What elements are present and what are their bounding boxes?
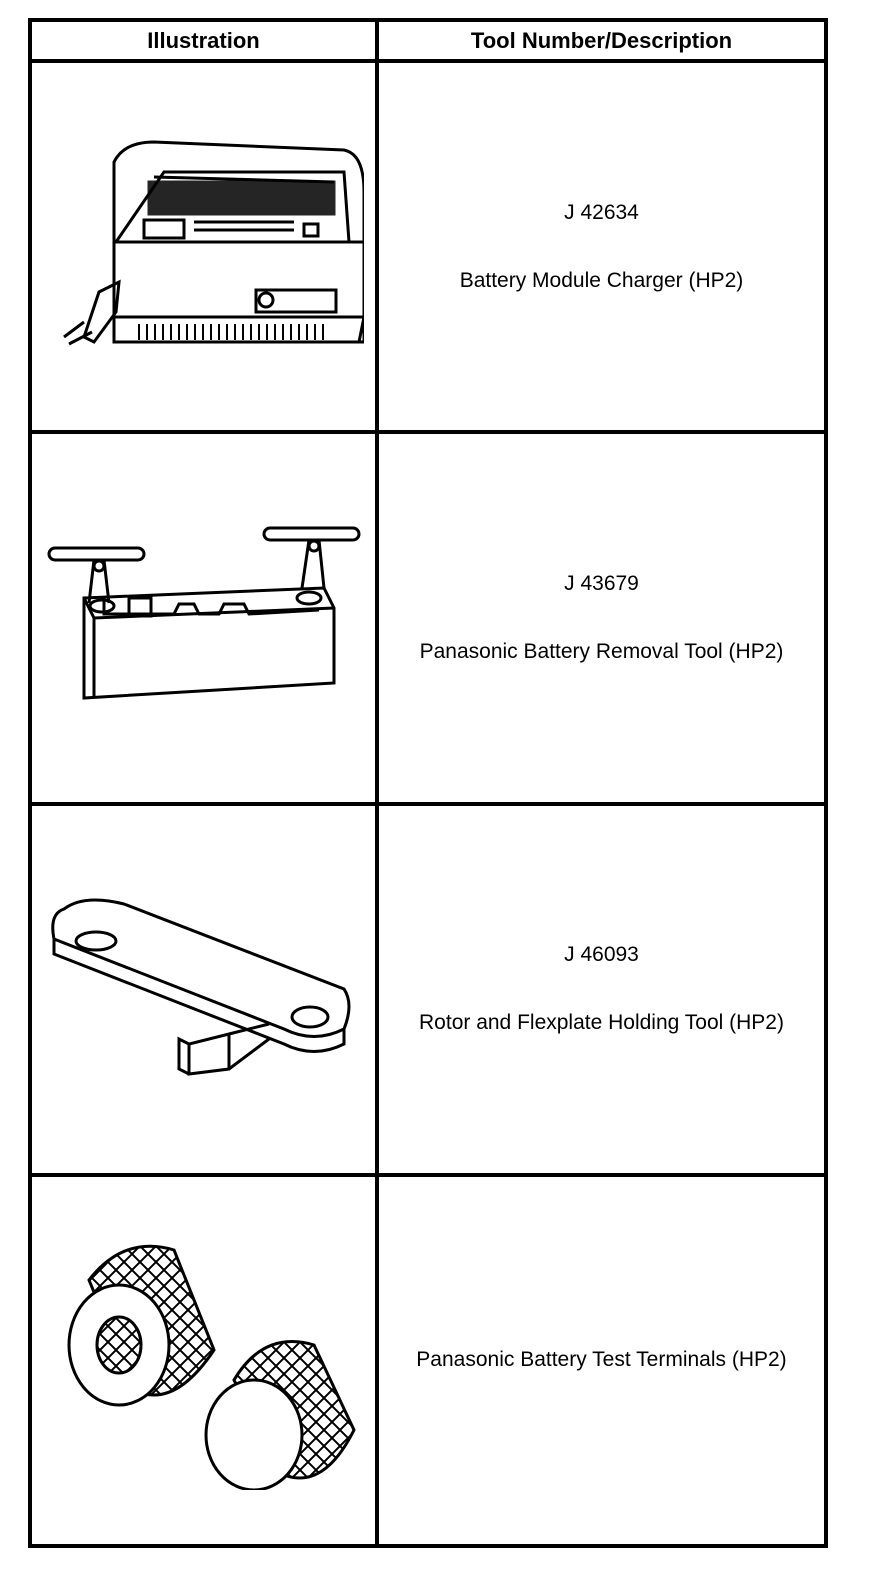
table-row: J 43679 Panasonic Battery Removal Tool (… — [28, 430, 828, 806]
tool-number: J 43679 — [564, 571, 639, 595]
tool-description: Panasonic Battery Removal Tool (HP2) — [419, 639, 784, 663]
illustration-cell — [28, 58, 379, 435]
battery-removal-tool-icon — [47, 526, 360, 700]
holding-tool-icon — [50, 898, 350, 1076]
tool-description: Panasonic Battery Test Terminals (HP2) — [416, 1348, 787, 1372]
header-row: Illustration Tool Number/Description — [28, 18, 828, 63]
tool-description-cell: J 42634 Battery Module Charger (HP2) — [375, 58, 828, 435]
test-terminals-icon — [67, 1245, 356, 1491]
tool-description: Rotor and Flexplate Holding Tool (HP2) — [419, 1011, 784, 1035]
tool-number: J 46093 — [564, 943, 639, 967]
special-tools-table: Illustration Tool Number/Description — [28, 18, 828, 1549]
tool-description-cell: J 46093 Rotor and Flexplate Holding Tool… — [375, 801, 828, 1177]
table-row: J 46093 Rotor and Flexplate Holding Tool… — [28, 801, 828, 1177]
illustration-cell — [28, 801, 379, 1177]
tool-description-cell: J 43679 Panasonic Battery Removal Tool (… — [375, 430, 828, 806]
tool-description-cell: Panasonic Battery Test Terminals (HP2) — [375, 1172, 828, 1549]
header-tool-number-description: Tool Number/Description — [375, 18, 828, 63]
header-illustration: Illustration — [28, 18, 379, 63]
table-row: J 42634 Battery Module Charger (HP2) — [28, 58, 828, 435]
battery-charger-icon — [62, 140, 364, 345]
tool-description: Battery Module Charger (HP2) — [459, 268, 744, 292]
tool-number: J 42634 — [564, 200, 639, 224]
illustration-cell — [28, 430, 379, 806]
illustration-cell — [28, 1172, 379, 1549]
table-row: Panasonic Battery Test Terminals (HP2) — [28, 1172, 828, 1549]
